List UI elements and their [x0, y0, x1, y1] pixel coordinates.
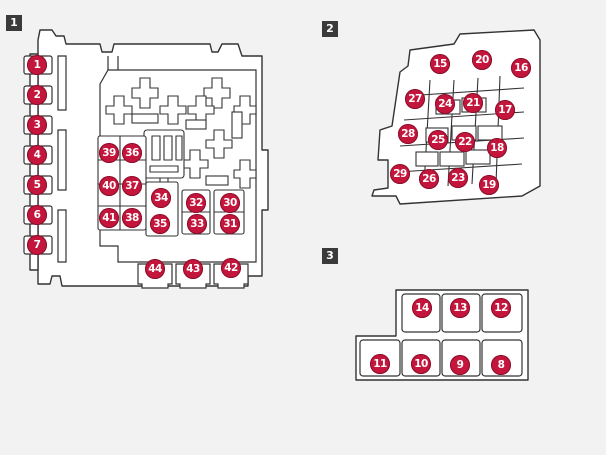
fuse-badge: 24	[435, 94, 455, 114]
fuse-badge: 33	[187, 214, 207, 234]
fuse-badge: 42	[221, 258, 241, 278]
panel-1-label: 1	[6, 15, 22, 31]
fuse-badge: 28	[398, 124, 418, 144]
fuse-badge: 6	[27, 205, 47, 225]
fuse-badge: 10	[411, 354, 431, 374]
fuse-badge: 38	[122, 208, 142, 228]
fuse-badge: 25	[428, 130, 448, 150]
fuse-badge: 3	[27, 115, 47, 135]
fuse-badge: 29	[390, 164, 410, 184]
fuse-badge: 41	[99, 208, 119, 228]
fuse-badge: 13	[450, 298, 470, 318]
fuse-badge: 9	[450, 355, 470, 375]
fuse-badge: 4	[27, 145, 47, 165]
fuse-badge: 22	[455, 132, 475, 152]
fuse-badge: 30	[220, 193, 240, 213]
fuse-badge: 40	[99, 176, 119, 196]
fuse-badge: 44	[145, 259, 165, 279]
fuse-badge: 5	[27, 175, 47, 195]
fuse-badge: 8	[491, 355, 511, 375]
fuse-badge: 26	[419, 169, 439, 189]
fuse-badge: 11	[370, 354, 390, 374]
fuse-badge: 43	[183, 259, 203, 279]
panel-2-label: 2	[322, 21, 338, 37]
panel-3-label: 3	[322, 248, 338, 264]
panel-1-relay-sockets	[105, 77, 257, 189]
fuse-badge: 23	[448, 168, 468, 188]
fuse-badge: 7	[27, 235, 47, 255]
fuse-badge: 2	[27, 85, 47, 105]
fuse-badge: 27	[405, 89, 425, 109]
fuse-badge: 21	[463, 93, 483, 113]
fuse-badge: 15	[430, 54, 450, 74]
fuse-badge: 36	[122, 143, 142, 163]
fuse-badge: 39	[99, 143, 119, 163]
fuse-badge: 35	[150, 214, 170, 234]
fuse-badge: 12	[491, 298, 511, 318]
fuse-badge: 17	[495, 100, 515, 120]
fuse-badge: 31	[220, 214, 240, 234]
fuse-badge: 32	[186, 193, 206, 213]
fuse-badge: 19	[479, 175, 499, 195]
fuse-badge: 18	[487, 138, 507, 158]
fuse-badge: 1	[27, 55, 47, 75]
fuse-badge: 14	[412, 298, 432, 318]
fuse-badge: 16	[511, 58, 531, 78]
fuse-badge: 20	[472, 50, 492, 70]
fuse-badge: 34	[151, 188, 171, 208]
fuse-badge: 37	[122, 176, 142, 196]
